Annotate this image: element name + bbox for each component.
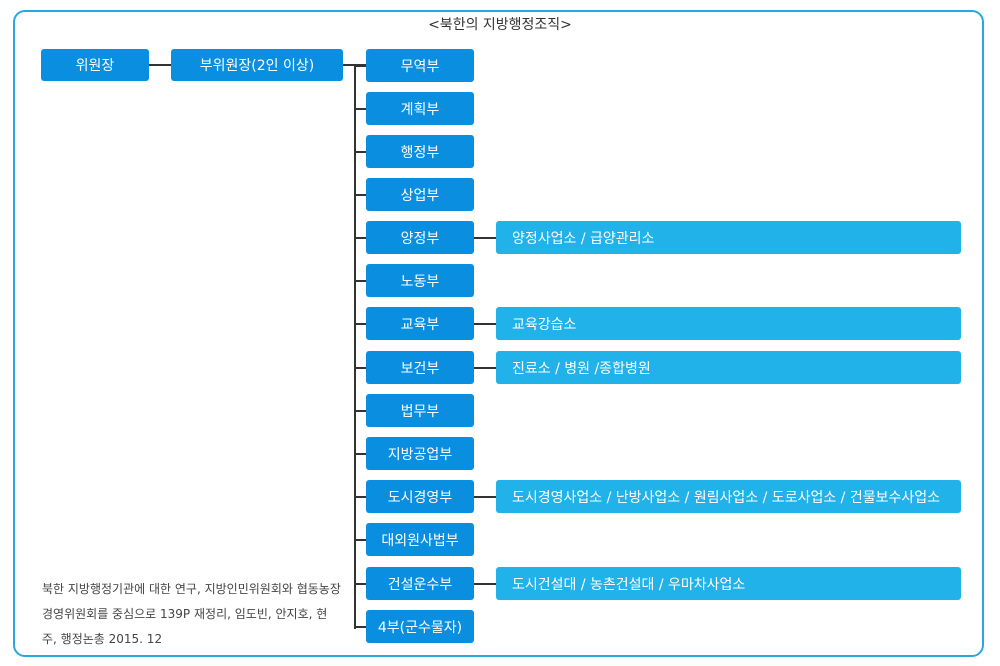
sub-unit-box: 진료소 / 병원 /종합병원 xyxy=(496,351,961,384)
department-box: 상업부 xyxy=(366,178,474,211)
department-connector xyxy=(354,280,366,282)
source-note: 북한 지방행정기관에 대한 연구, 지방인민위원회와 협동농장경영위원회를 중심… xyxy=(42,582,341,646)
department-connector xyxy=(354,65,366,67)
department-connector xyxy=(354,194,366,196)
sub-unit-connector xyxy=(474,367,496,369)
department-box: 건설운수부 xyxy=(366,567,474,600)
department-box: 무역부 xyxy=(366,49,474,82)
department-connector xyxy=(354,108,366,110)
department-box: 교육부 xyxy=(366,307,474,340)
chair-connector xyxy=(149,64,171,66)
department-box: 계획부 xyxy=(366,92,474,125)
department-box: 대외원사법부 xyxy=(366,523,474,556)
sub-unit-connector xyxy=(474,237,496,239)
department-box: 양정부 xyxy=(366,221,474,254)
diagram-title: <북한의 지방행정조직> xyxy=(428,17,572,33)
department-box: 4부(군수물자) xyxy=(366,610,474,643)
department-connector xyxy=(354,151,366,153)
department-connector xyxy=(354,410,366,412)
department-box: 노동부 xyxy=(366,264,474,297)
department-connector xyxy=(354,583,366,585)
sub-unit-connector xyxy=(474,496,496,498)
vice-chair-box: 부위원장(2인 이상) xyxy=(171,49,343,81)
department-connector xyxy=(354,496,366,498)
sub-unit-box: 교육강습소 xyxy=(496,307,961,340)
sub-unit-box: 도시경영사업소 / 난방사업소 / 원림사업소 / 도로사업소 / 건물보수사업… xyxy=(496,480,961,513)
department-box: 법무부 xyxy=(366,394,474,427)
sub-unit-box: 양정사업소 / 급양관리소 xyxy=(496,221,961,254)
department-connector xyxy=(354,626,366,628)
department-connector xyxy=(354,237,366,239)
department-trunk-line xyxy=(354,65,356,629)
department-connector xyxy=(354,367,366,369)
department-connector xyxy=(354,453,366,455)
sub-unit-box: 도시건설대 / 농촌건설대 / 우마차사업소 xyxy=(496,567,961,600)
chair-box: 위원장 xyxy=(41,49,149,81)
sub-unit-connector xyxy=(474,583,496,585)
department-box: 지방공업부 xyxy=(366,437,474,470)
diagram-frame xyxy=(13,10,984,657)
department-connector xyxy=(354,323,366,325)
department-box: 행정부 xyxy=(366,135,474,168)
department-connector xyxy=(354,539,366,541)
department-box: 도시경영부 xyxy=(366,480,474,513)
sub-unit-connector xyxy=(474,323,496,325)
department-box: 보건부 xyxy=(366,351,474,384)
